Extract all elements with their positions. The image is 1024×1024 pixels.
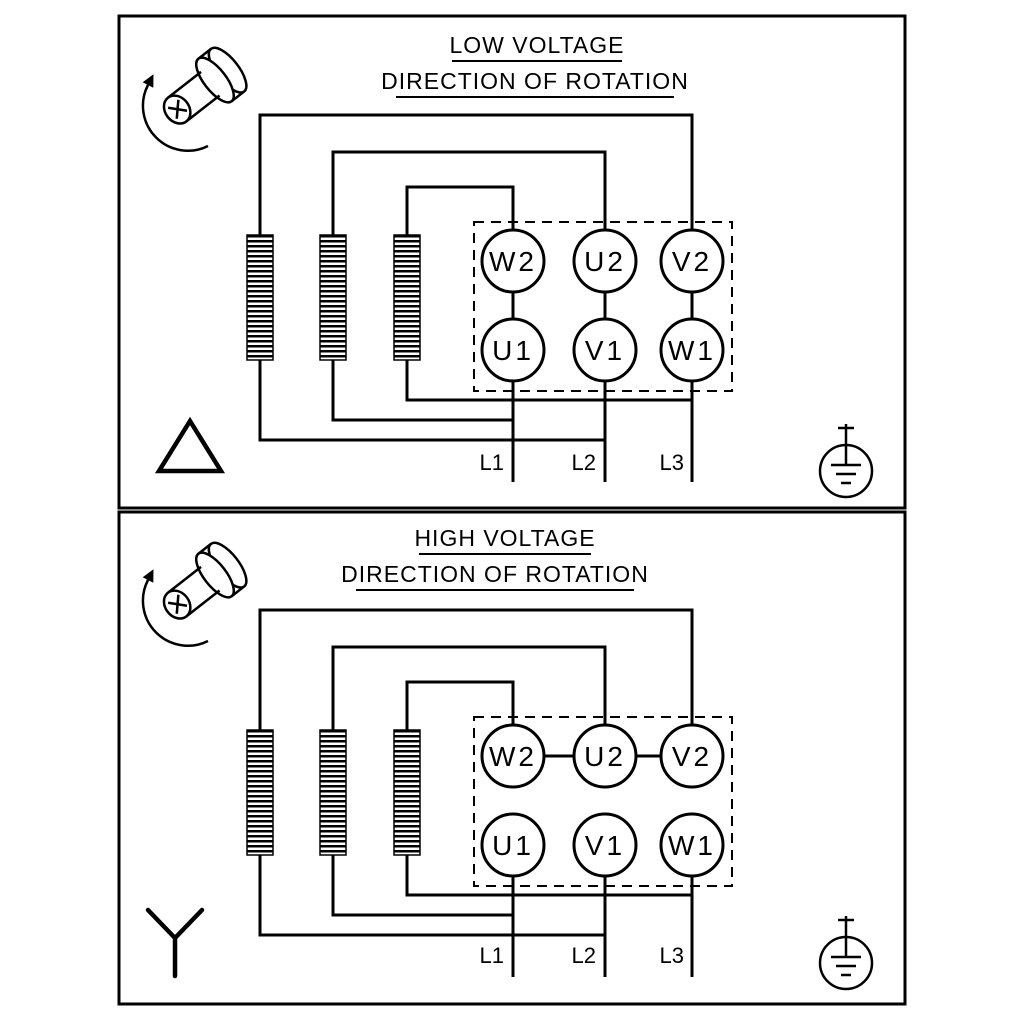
panel-title: LOW VOLTAGE xyxy=(449,32,624,58)
stator-windings xyxy=(246,234,421,361)
delta-jumpers xyxy=(511,292,694,319)
terminal-label: V2 xyxy=(672,741,712,772)
terminal-label: W1 xyxy=(668,830,716,861)
terminal-w1: W1 xyxy=(659,812,725,878)
terminal-label: W2 xyxy=(489,246,537,277)
rotation-arrowhead xyxy=(142,74,154,88)
panel-title: HIGH VOLTAGE xyxy=(414,525,595,551)
winding-wires xyxy=(258,608,694,937)
panel-border xyxy=(117,14,907,510)
terminal-board-outline xyxy=(473,716,733,887)
terminal-label: U1 xyxy=(492,830,534,861)
panel-high-voltage: HIGH VOLTAGE DIRECTION OF ROTATION xyxy=(117,510,907,1006)
supply-line-label-l3: L3 xyxy=(660,450,684,475)
terminal-u2: U2 xyxy=(572,723,638,789)
terminal-label: U1 xyxy=(492,335,534,366)
terminal-label: U2 xyxy=(584,246,626,277)
terminal-u1: U1 xyxy=(480,317,546,383)
terminal-w2: W2 xyxy=(480,228,546,294)
winding-coil xyxy=(319,234,347,361)
supply-lines: L1 L2 L3 xyxy=(480,876,694,977)
winding-coil xyxy=(393,234,421,361)
winding-coil xyxy=(246,729,274,856)
supply-line-label-l1: L1 xyxy=(480,943,504,968)
terminal-v1: V1 xyxy=(572,812,638,878)
terminal-w2: W2 xyxy=(480,723,546,789)
terminal-label: W2 xyxy=(489,741,537,772)
terminal-label: V1 xyxy=(585,335,625,366)
panel-border xyxy=(117,510,907,1006)
terminal-board-outline xyxy=(473,221,733,392)
supply-line-label-l2: L2 xyxy=(572,943,596,968)
protective-earth-icon xyxy=(818,424,874,499)
terminal-u1: U1 xyxy=(480,812,546,878)
winding-coil xyxy=(246,234,274,361)
winding-coil xyxy=(393,729,421,856)
rotation-arrow-arc xyxy=(141,579,209,647)
terminal-v1: V1 xyxy=(572,317,638,383)
supply-line-label-l3: L3 xyxy=(660,943,684,968)
terminal-label: W1 xyxy=(668,335,716,366)
winding-coil xyxy=(319,729,347,856)
rotation-arrow-arc xyxy=(141,84,209,152)
panel-subtitle: DIRECTION OF ROTATION xyxy=(381,68,689,94)
winding-wires xyxy=(258,113,694,442)
terminal-label: V1 xyxy=(585,830,625,861)
panel-low-voltage: LOW VOLTAGE DIRECTION OF ROTATION xyxy=(117,14,907,510)
star-connection-icon xyxy=(145,907,205,979)
terminal-v2: V2 xyxy=(659,228,725,294)
supply-lines: L1 L2 L3 xyxy=(480,381,694,482)
panel-subtitle: DIRECTION OF ROTATION xyxy=(341,561,649,587)
shaft-rotation-arrow-icon xyxy=(141,46,248,152)
terminal-label: V2 xyxy=(672,246,712,277)
shaft-rotation-arrow-icon xyxy=(141,541,248,647)
terminal-w1: W1 xyxy=(659,317,725,383)
supply-line-label-l1: L1 xyxy=(480,450,504,475)
terminal-label: U2 xyxy=(584,741,626,772)
terminal-u2: U2 xyxy=(572,228,638,294)
terminal-v2: V2 xyxy=(659,723,725,789)
rotation-arrowhead xyxy=(142,569,154,583)
supply-line-label-l2: L2 xyxy=(572,450,596,475)
stator-windings xyxy=(246,729,421,856)
delta-connection-icon xyxy=(154,416,226,474)
protective-earth-icon xyxy=(818,916,874,991)
